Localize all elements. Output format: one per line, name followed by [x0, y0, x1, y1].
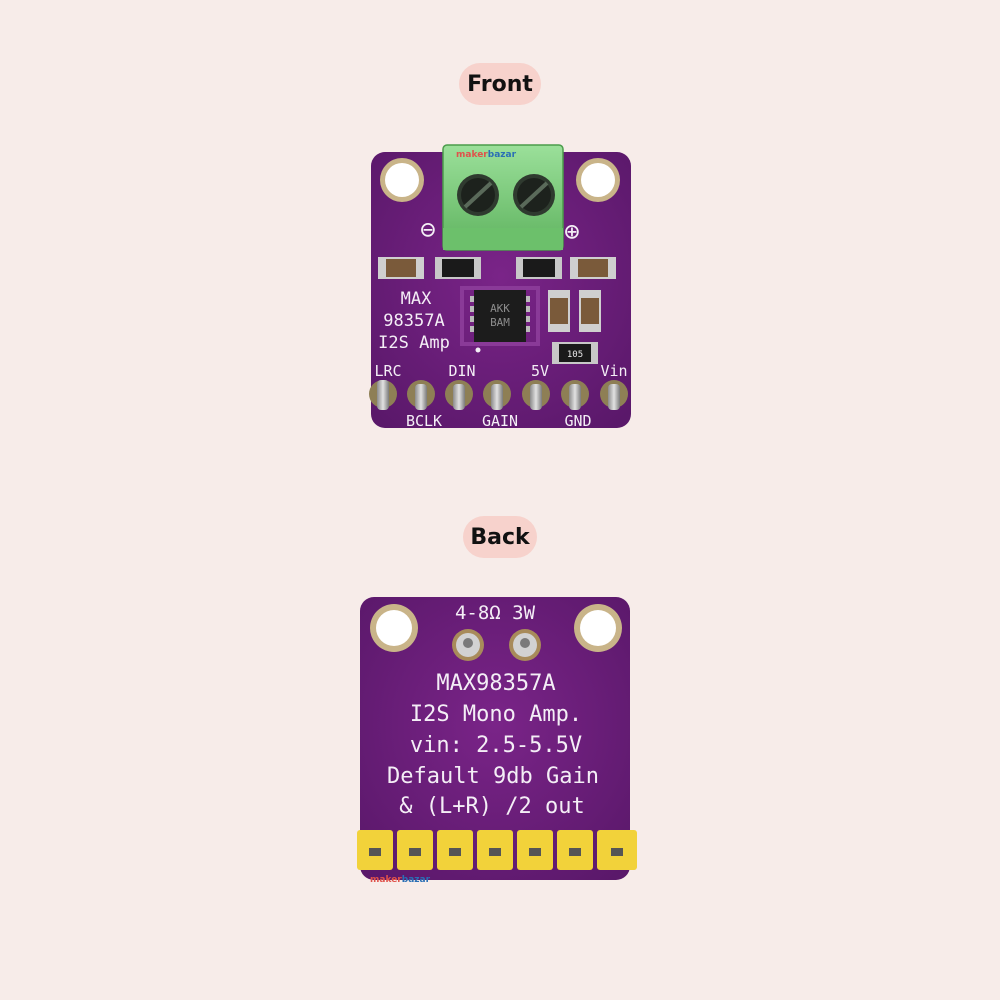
pin-label-din: DIN — [448, 362, 475, 380]
header-pin — [557, 830, 593, 870]
header-pin — [517, 830, 553, 870]
pin-label-5v: 5V — [531, 362, 549, 380]
header-pin — [397, 830, 433, 870]
front-pin — [445, 380, 473, 410]
front-mounting-hole-right — [576, 158, 620, 202]
back-mounting-hole-right — [574, 604, 622, 652]
front-title-line3: I2S Amp — [378, 333, 450, 353]
front-label: Front — [459, 63, 541, 105]
chip-marking-line1: AKK — [490, 302, 510, 315]
front-pin — [522, 380, 550, 410]
back-label: Back — [463, 516, 537, 558]
header-pin — [357, 830, 393, 870]
pin-label-vin: Vin — [600, 362, 627, 380]
front-pin — [483, 380, 511, 410]
back-board: 4-8Ω 3W MAX98357A I2S Mono Amp. vin: 2.5… — [357, 597, 637, 885]
back-pcb — [360, 597, 630, 880]
front-pin — [407, 380, 435, 410]
back-line1: MAX98357A — [436, 671, 555, 696]
back-line5: & (L+R) /2 out — [399, 794, 584, 819]
front-title-line1: MAX — [401, 289, 432, 309]
pin-label-gain: GAIN — [482, 412, 518, 430]
front-brand-logo: makerbazar — [456, 150, 517, 160]
minus-symbol: ⊖ — [420, 215, 436, 245]
plus-symbol: ⊕ — [564, 217, 580, 247]
header-pin-row — [357, 830, 637, 870]
back-line4: Default 9db Gain — [387, 764, 599, 789]
pin-label-lrc: LRC — [374, 362, 401, 380]
chip-marking-line2: BAM — [490, 316, 510, 329]
front-pin-row — [369, 380, 628, 410]
front-pin — [369, 380, 397, 410]
header-pin — [597, 830, 637, 870]
resistor-marking: 105 — [567, 350, 583, 360]
front-board: makerbazar ⊖ ⊕ 105 — [369, 144, 631, 430]
smd-components — [378, 257, 616, 364]
header-pin — [437, 830, 473, 870]
back-line3: vin: 2.5-5.5V — [410, 733, 582, 758]
front-pin — [600, 380, 628, 410]
amplifier-chip — [470, 290, 530, 353]
screw-terminal — [442, 144, 564, 251]
pin-label-gnd: GND — [564, 412, 591, 430]
front-title-line2: 98357A — [383, 311, 444, 331]
terminal-solder-joints — [452, 629, 541, 661]
back-line2: I2S Mono Amp. — [410, 702, 582, 727]
chip-outline-trace — [460, 286, 540, 346]
back-rating: 4-8Ω 3W — [455, 602, 536, 624]
header-pin — [477, 830, 513, 870]
back-mounting-hole-left — [370, 604, 418, 652]
front-pin — [561, 380, 589, 410]
pin-label-bclk: BCLK — [406, 412, 442, 430]
front-mounting-hole-left — [380, 158, 424, 202]
back-brand-logo: makerbazar — [370, 875, 431, 885]
